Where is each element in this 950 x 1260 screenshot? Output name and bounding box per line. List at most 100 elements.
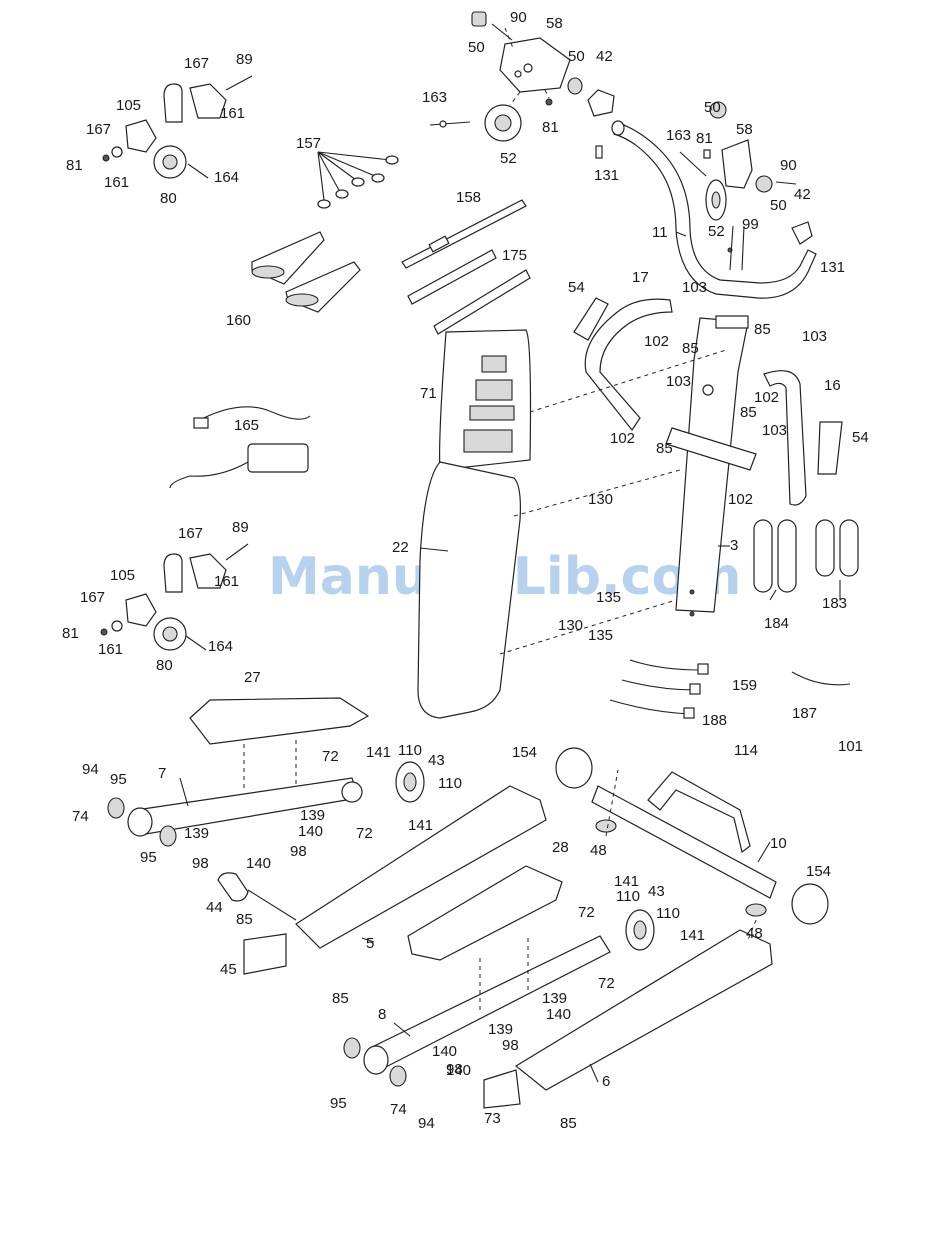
wire-harness-159-188 (609, 659, 709, 719)
callout: 11 (652, 224, 668, 241)
callout: 98 (192, 855, 209, 872)
callout: 160 (226, 312, 251, 329)
callout: 98 (502, 1037, 519, 1054)
callout: 95 (330, 1095, 347, 1112)
callout: 139 (300, 807, 325, 824)
callout: 102 (644, 333, 669, 350)
callout: 167 (86, 121, 111, 138)
assembly-lines (243, 349, 757, 1010)
ac-adapter-165 (169, 406, 311, 489)
callout: 139 (184, 825, 209, 842)
callout: 167 (178, 525, 203, 542)
callout: 85 (754, 321, 771, 338)
sleeves-184 (753, 519, 797, 593)
callout: 167 (184, 55, 209, 72)
callout: 95 (110, 771, 127, 788)
callout: 114 (734, 742, 758, 759)
callout: 140 (432, 1043, 457, 1060)
callout: 164 (214, 169, 239, 186)
pulley-assembly-top-left (102, 75, 253, 179)
callout: 81 (62, 625, 79, 642)
seat-back-22 (417, 461, 521, 719)
callout: 5 (366, 935, 374, 952)
callout: 159 (732, 677, 757, 694)
callout: 110 (438, 775, 462, 792)
callout: 81 (66, 157, 83, 174)
grip-54-right (817, 421, 843, 475)
callout: 50 (568, 48, 585, 65)
callout: 16 (824, 377, 841, 394)
callout: 161 (98, 641, 123, 658)
callout: 135 (596, 589, 621, 606)
callout: 85 (682, 340, 699, 357)
callout: 101 (838, 738, 863, 755)
callout: 42 (596, 48, 613, 65)
callout: 48 (746, 925, 763, 942)
callout: 72 (598, 975, 615, 992)
callout: 154 (512, 744, 537, 761)
callout: 175 (502, 247, 527, 264)
wheel-43-left (395, 761, 425, 803)
callout: 102 (728, 491, 753, 508)
callout: 139 (488, 1021, 513, 1038)
callout: 89 (236, 51, 253, 68)
callout: 140 (446, 1062, 471, 1079)
callout: 188 (702, 712, 727, 729)
foot-45 (243, 933, 287, 975)
callout: 22 (392, 539, 409, 556)
callout: 130 (558, 617, 583, 634)
pedal-27 (189, 697, 370, 745)
callout: 6 (602, 1073, 610, 1090)
crank-44 (217, 872, 297, 921)
handles-160 (251, 231, 361, 313)
callout: 161 (214, 573, 239, 590)
callout: 8 (378, 1006, 386, 1023)
callout: 103 (666, 373, 691, 390)
sleeves-183 (815, 519, 859, 577)
callout: 103 (802, 328, 827, 345)
callout: 141 (614, 873, 639, 890)
callout: 42 (794, 186, 811, 203)
callout: 98 (446, 1061, 463, 1078)
callout: 163 (666, 127, 691, 144)
callout: 81 (696, 130, 713, 147)
wheel-43-right (625, 909, 655, 951)
callout: 94 (418, 1115, 435, 1132)
callout: 130 (588, 491, 613, 508)
base-10 (555, 747, 829, 925)
callout: 184 (764, 615, 789, 632)
callout: 52 (708, 223, 725, 240)
callout: 131 (594, 167, 619, 184)
callout: 140 (298, 823, 323, 840)
callout: 102 (610, 430, 635, 447)
callout: 135 (588, 627, 613, 644)
callout: 43 (648, 883, 665, 900)
callout: 183 (822, 595, 847, 612)
callout: 140 (246, 855, 271, 872)
callout: 3 (730, 537, 738, 554)
callout: 103 (682, 279, 707, 296)
callout: 74 (72, 808, 89, 825)
callout: 187 (792, 705, 817, 722)
callout: 85 (740, 404, 757, 421)
callout: 27 (244, 669, 261, 686)
callout: 164 (208, 638, 233, 655)
callout: 7 (158, 765, 166, 782)
callout: 95 (140, 849, 157, 866)
callout: 50 (468, 39, 485, 56)
pedal-arm-8 (343, 935, 611, 1087)
callout: 158 (456, 189, 481, 206)
callout: 131 (820, 259, 845, 276)
callout: 99 (742, 216, 759, 233)
arm-16 (763, 370, 807, 506)
callout: 89 (232, 519, 249, 536)
callout: 140 (546, 1006, 571, 1023)
callout: 141 (680, 927, 705, 944)
rail-5 (295, 785, 547, 949)
callout: 94 (82, 761, 99, 778)
callout: 58 (546, 15, 563, 32)
callout: 141 (366, 744, 391, 761)
callout: 110 (398, 742, 422, 759)
cable-bundle-157 (317, 151, 399, 209)
rail-6 (514, 929, 773, 1091)
